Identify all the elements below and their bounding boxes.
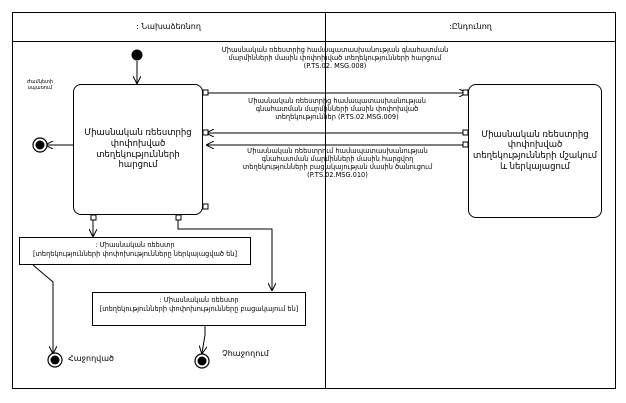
guard-changes-absent: : Միասնական ռեեստր[տեղեկությունների փոփո…: [92, 292, 306, 326]
label-fail: Չհաջողում: [222, 349, 269, 358]
lane-divider: [325, 12, 326, 389]
flow-fail: [202, 326, 205, 353]
state-process: Միասնական ռեեստրից փոփոխված տեղեկություն…: [468, 84, 602, 218]
activity-frame: [12, 12, 616, 389]
label-success: Հաջողված: [68, 354, 114, 363]
flow-success: [32, 264, 53, 353]
lane-receiver-header: :Ընդունող: [325, 12, 616, 42]
lane-initiator-header: : Նախաձեռնող: [12, 12, 325, 42]
label-timeout: Ժամկետի սպառում: [26, 79, 54, 91]
label-msg-008: Միասնական ռեեստրից համապատասխանության գն…: [221, 46, 449, 70]
flow-guard-2: [177, 220, 272, 290]
guard-changes-present: : Միասնական ռեեստր[տեղեկությունների փոփո…: [19, 237, 251, 265]
state-request: Միասնական ռեեստրից փոփոխված տեղեկություն…: [73, 84, 203, 215]
initial-node: [131, 49, 143, 61]
